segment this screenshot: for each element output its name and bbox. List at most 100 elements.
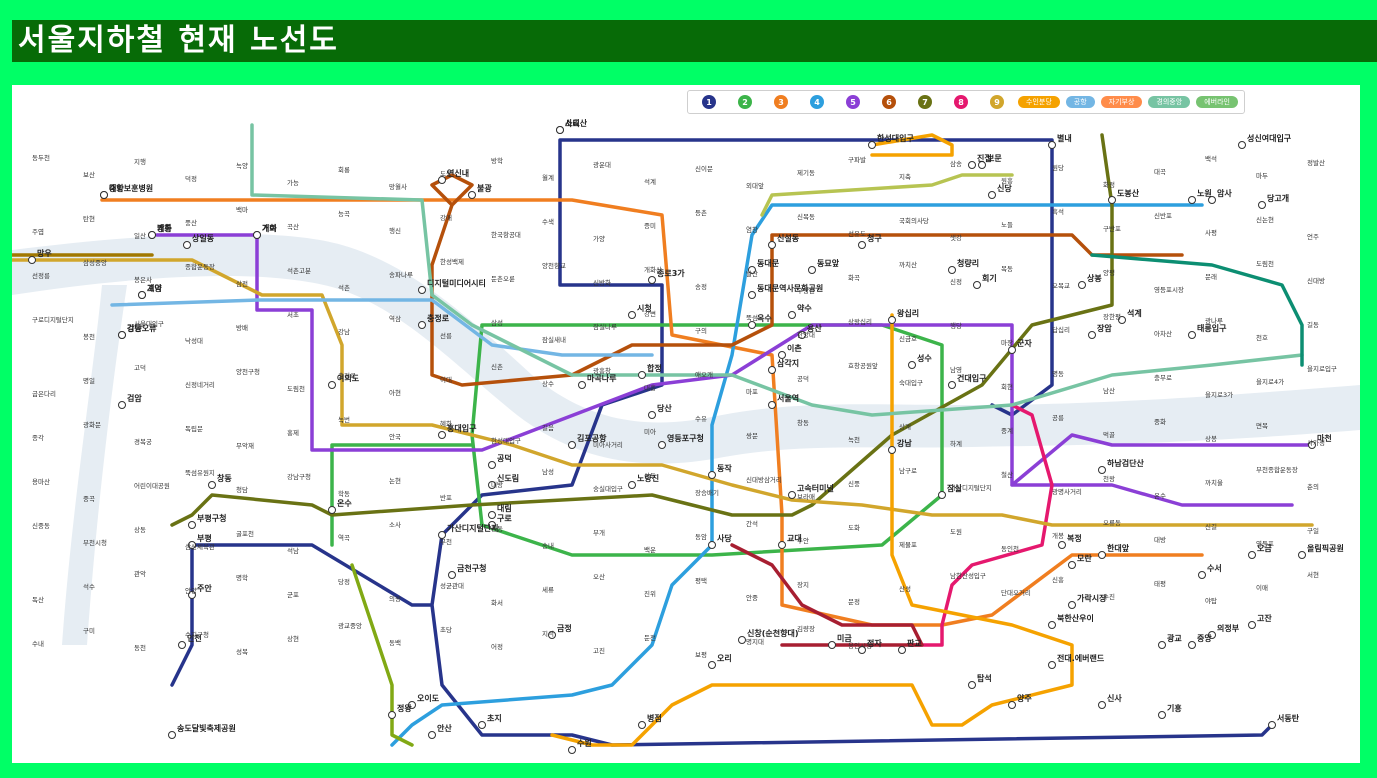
station-label-minor[interactable]: 주안	[797, 536, 809, 545]
station-label-minor[interactable]: 잠실나루	[593, 322, 617, 331]
station-label-minor[interactable]: 남구로	[899, 466, 917, 475]
transfer-station-marker[interactable]	[428, 731, 436, 739]
station-label-minor[interactable]: 혜화	[440, 419, 452, 428]
transfer-station-marker[interactable]	[988, 191, 996, 199]
station-label-major[interactable]: 서울역	[777, 393, 799, 403]
station-label-major[interactable]: 신당	[997, 183, 1012, 193]
station-label-major[interactable]: 청구	[867, 233, 882, 243]
station-label-minor[interactable]: 어정	[491, 642, 503, 651]
subway-line-신분당[interactable]	[730, 543, 924, 647]
station-label-minor[interactable]: 증미	[644, 221, 656, 230]
station-label-minor[interactable]: 김량장	[797, 624, 815, 633]
station-label-major[interactable]: 정왕	[397, 703, 412, 713]
station-label-major[interactable]: 고덕	[147, 283, 162, 293]
station-label-minor[interactable]: 한성대입구	[491, 436, 521, 445]
station-label-minor[interactable]: 보산	[83, 170, 95, 179]
transfer-station-marker[interactable]	[1248, 551, 1256, 559]
station-label-minor[interactable]: 잠실새내	[542, 335, 566, 344]
station-label-major[interactable]: 망우	[37, 248, 52, 258]
station-label-major[interactable]: 개화	[262, 223, 277, 233]
station-label-minor[interactable]: 망월사	[389, 182, 407, 191]
station-label-minor[interactable]: 상동	[134, 525, 146, 534]
station-label-minor[interactable]: 면목	[1256, 421, 1268, 430]
station-label-minor[interactable]: 이대	[440, 375, 452, 384]
station-label-minor[interactable]: 광나루	[1205, 316, 1223, 325]
station-label-minor[interactable]: 춘의	[1307, 482, 1319, 491]
transfer-station-marker[interactable]	[1188, 641, 1196, 649]
station-label-minor[interactable]: 상왕십리	[848, 317, 872, 326]
transfer-station-marker[interactable]	[208, 481, 216, 489]
station-label-minor[interactable]: 한성백제	[440, 257, 464, 266]
station-label-major[interactable]: 합정	[647, 363, 662, 373]
station-label-minor[interactable]: 가능	[287, 178, 299, 187]
station-label-minor[interactable]: 정발산	[1307, 158, 1325, 167]
transfer-station-marker[interactable]	[1198, 571, 1206, 579]
station-label-minor[interactable]: 석남	[287, 546, 299, 555]
legend-line-5[interactable]: 5	[846, 95, 860, 109]
subway-line-7[interactable]	[170, 133, 1114, 527]
station-label-minor[interactable]: 신정네거리	[185, 380, 215, 389]
station-label-minor[interactable]: 원당	[1052, 163, 1064, 172]
station-label-minor[interactable]: 등촌	[695, 208, 707, 217]
transfer-station-marker[interactable]	[748, 321, 756, 329]
station-label-minor[interactable]: 홍제	[287, 428, 299, 437]
station-label-major[interactable]: 개롱	[157, 223, 172, 233]
station-label-minor[interactable]: 야탑	[1205, 596, 1217, 605]
station-label-minor[interactable]: 신정	[950, 277, 962, 286]
transfer-station-marker[interactable]	[1118, 316, 1126, 324]
station-label-minor[interactable]: 개봉	[1052, 531, 1064, 540]
station-label-minor[interactable]: 부천종합운동장	[1256, 465, 1298, 474]
station-label-minor[interactable]: 미아사거리	[593, 440, 623, 449]
station-label-minor[interactable]: 수유	[695, 415, 707, 423]
transfer-station-marker[interactable]	[183, 241, 191, 249]
station-label-minor[interactable]: 화정	[1103, 180, 1115, 189]
transfer-station-marker[interactable]	[188, 541, 196, 549]
station-label-major[interactable]: 탑석	[977, 673, 992, 683]
station-label-minor[interactable]: 백석	[1205, 154, 1217, 163]
station-label-minor[interactable]: 방학	[491, 156, 503, 165]
station-label-minor[interactable]: 능곡	[338, 210, 350, 218]
transfer-station-marker[interactable]	[858, 646, 866, 654]
station-label-major[interactable]: 교대	[787, 533, 802, 543]
station-label-major[interactable]: 광교	[1167, 633, 1182, 643]
station-label-minor[interactable]: 강남구청	[287, 472, 311, 481]
transfer-station-marker[interactable]	[328, 506, 336, 514]
station-label-major[interactable]: 모란	[1077, 553, 1092, 563]
station-label-minor[interactable]: 지행	[134, 157, 146, 166]
legend-line-named[interactable]: 수인분당	[1018, 96, 1060, 108]
station-label-minor[interactable]: 도림천	[1256, 259, 1274, 268]
station-label-minor[interactable]: 사평	[1205, 228, 1217, 237]
station-label-minor[interactable]: 행당	[950, 321, 962, 330]
station-label-minor[interactable]: 목동	[1001, 265, 1013, 273]
station-label-minor[interactable]: 내방	[491, 480, 503, 489]
station-label-minor[interactable]: 도림천	[287, 384, 305, 393]
transfer-station-marker[interactable]	[948, 266, 956, 274]
station-label-major[interactable]: 용산	[807, 323, 822, 333]
transfer-station-marker[interactable]	[328, 381, 336, 389]
station-label-major[interactable]: 안산	[437, 723, 452, 733]
station-label-minor[interactable]: 안중	[746, 593, 758, 602]
station-label-minor[interactable]: 논현	[389, 477, 401, 485]
station-label-minor[interactable]: 영등포	[1256, 539, 1274, 548]
transfer-station-marker[interactable]	[948, 381, 956, 389]
station-label-minor[interactable]: 신길	[1205, 522, 1217, 531]
station-label-major[interactable]: 동대문	[757, 258, 780, 268]
transfer-station-marker[interactable]	[628, 481, 636, 489]
station-label-major[interactable]: 김포공항	[577, 433, 607, 443]
station-label-major[interactable]: 창동	[217, 473, 232, 483]
transfer-station-marker[interactable]	[178, 641, 186, 649]
transfer-station-marker[interactable]	[578, 381, 586, 389]
station-label-minor[interactable]: 탄현	[83, 214, 95, 223]
station-label-minor[interactable]: 광운대	[593, 161, 611, 169]
station-label-minor[interactable]: 어린이대공원	[134, 481, 170, 490]
station-label-minor[interactable]: 선릉	[440, 331, 452, 340]
station-label-major[interactable]: 검단오류	[127, 323, 157, 333]
transfer-station-marker[interactable]	[1098, 551, 1106, 559]
station-label-minor[interactable]: 구미	[83, 626, 95, 635]
transfer-station-marker[interactable]	[148, 231, 156, 239]
station-label-minor[interactable]: 고진	[593, 646, 605, 655]
station-label-minor[interactable]: 명학	[236, 573, 248, 582]
station-label-minor[interactable]: 독립문	[185, 425, 203, 433]
station-label-minor[interactable]: 석수	[83, 582, 95, 591]
